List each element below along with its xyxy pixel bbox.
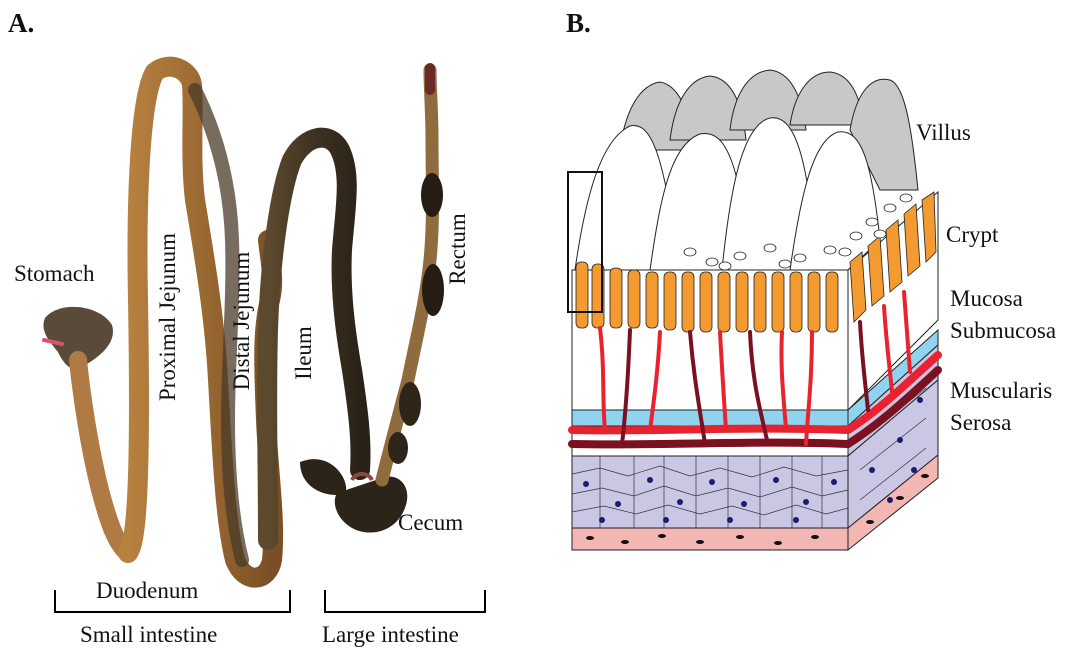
label-serosa: Serosa <box>950 410 1011 436</box>
label-mucosa: Mucosa <box>950 286 1023 312</box>
label-villus: Villus <box>916 120 971 146</box>
label-submucosa: Submucosa <box>950 318 1056 344</box>
label-crypt: Crypt <box>946 222 998 248</box>
label-muscularis: Muscularis <box>950 378 1052 404</box>
